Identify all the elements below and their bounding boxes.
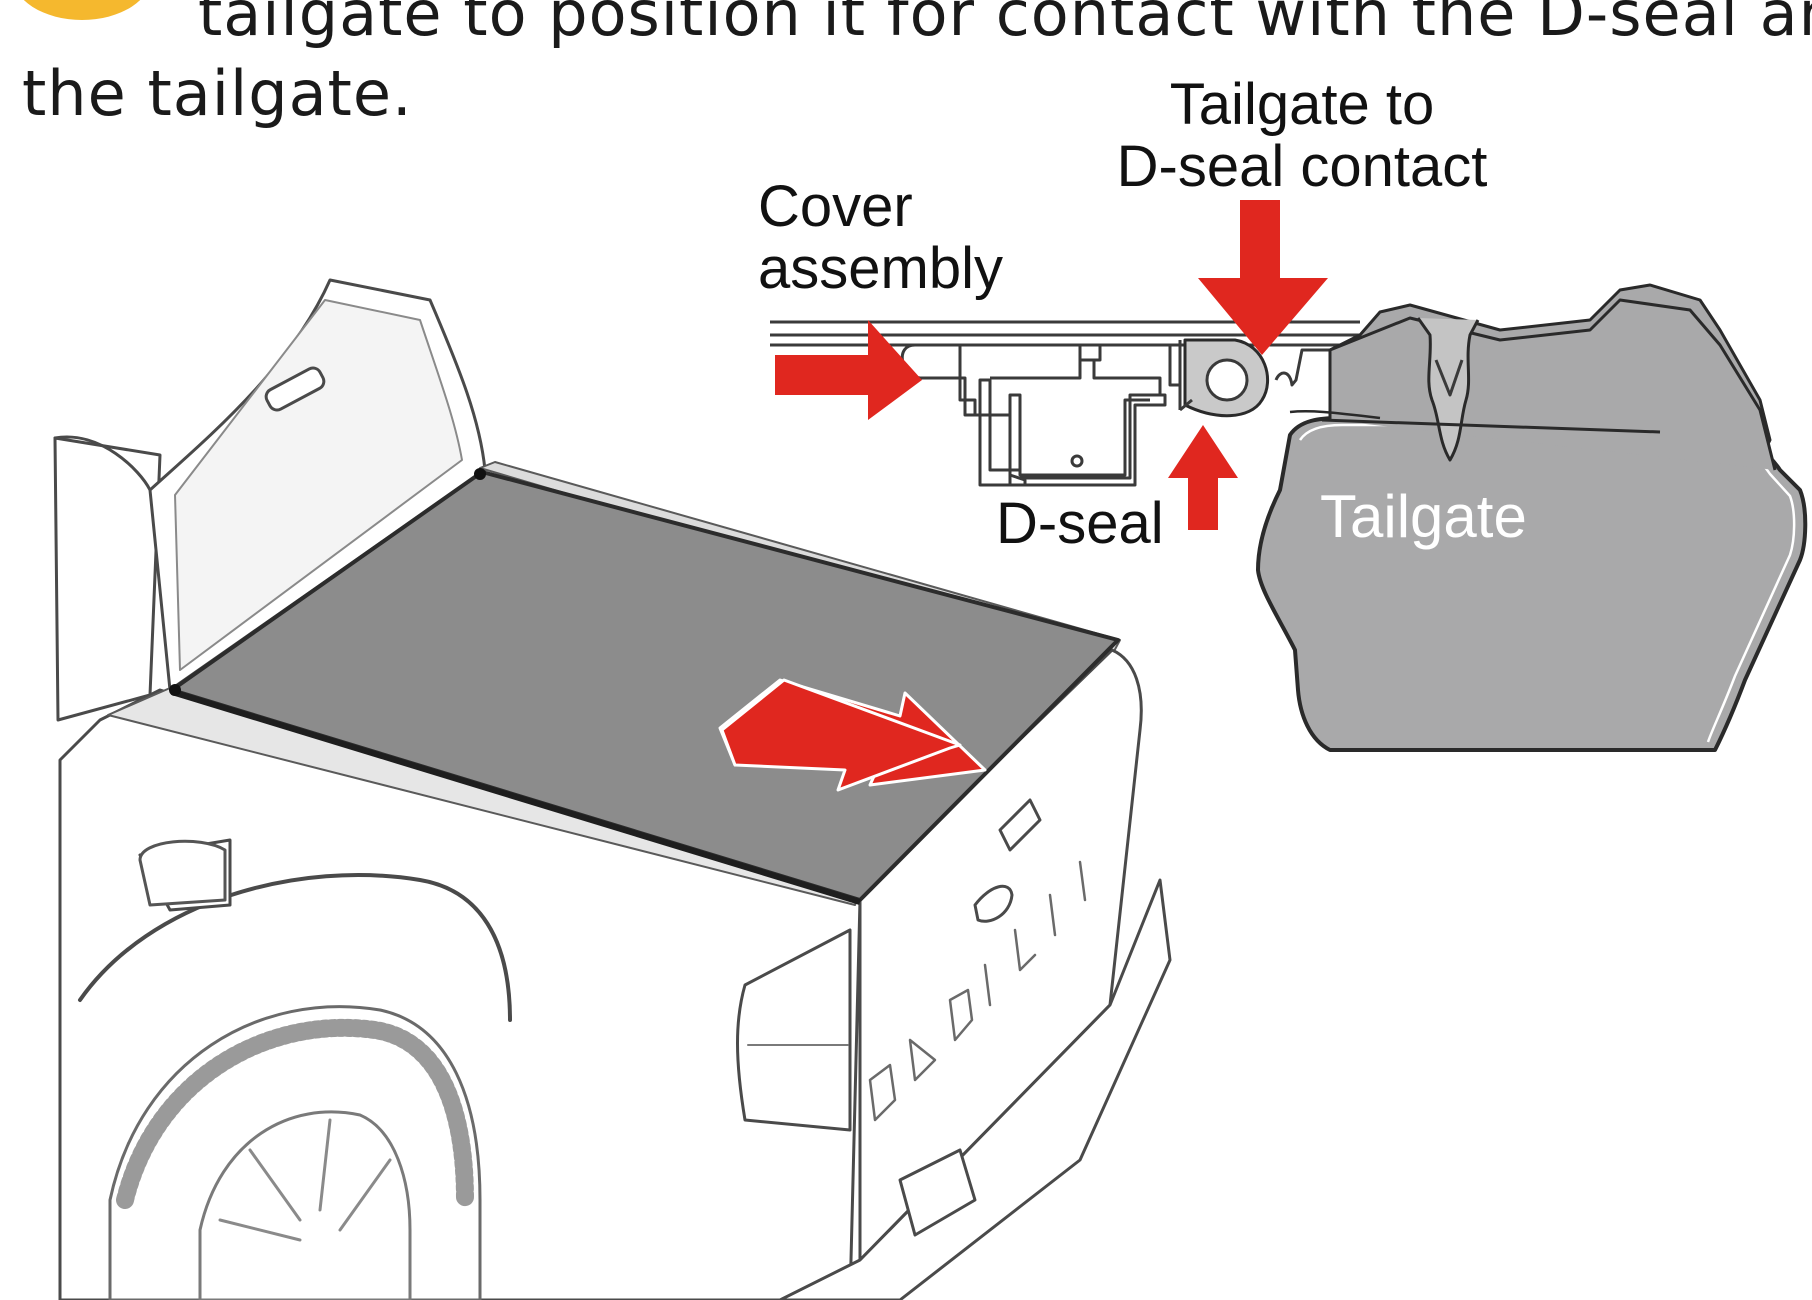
instruction-text: tailgate to position it for contact with… bbox=[22, 0, 1812, 134]
tailgate-body bbox=[1256, 416, 1808, 752]
cover-extrusion-profile bbox=[900, 343, 1162, 487]
d-seal-center bbox=[1205, 358, 1249, 402]
extrusion-inner bbox=[1018, 398, 1150, 477]
tailgate-handle bbox=[998, 798, 1042, 852]
instruction-line-2: the tailgate. bbox=[22, 57, 413, 130]
rear-wheel bbox=[108, 1005, 482, 1300]
fuel-door bbox=[138, 839, 227, 907]
tailgate-contact-arrow bbox=[1198, 200, 1328, 355]
tire-tread bbox=[116, 1018, 474, 1209]
cover-assembly-arrow bbox=[775, 320, 922, 420]
instruction-line-1: tailgate to position it for contact with… bbox=[198, 0, 1812, 50]
cover-corner-clamp-far bbox=[474, 468, 486, 480]
cover-assembly-label-line-2: assembly bbox=[758, 236, 1003, 301]
tail-light bbox=[736, 928, 852, 1132]
tailgate-contact-label-line-1: Tailgate to bbox=[1169, 72, 1435, 137]
extrusion-hole bbox=[1070, 454, 1084, 468]
third-brake-light bbox=[264, 366, 326, 412]
seal-retainer bbox=[1178, 340, 1193, 412]
cab-rear-window bbox=[174, 299, 463, 671]
bumper-step bbox=[898, 1148, 977, 1237]
tailgate-top-line bbox=[1321, 418, 1661, 434]
cab-outline bbox=[53, 435, 152, 492]
tailgate-lettering bbox=[868, 860, 1087, 1122]
d-seal-arrow bbox=[1168, 425, 1238, 530]
cover-corner-clamp bbox=[169, 684, 181, 696]
d-seal-flap bbox=[1274, 348, 1330, 387]
rim-spokes bbox=[218, 1118, 392, 1242]
wheel-rim bbox=[198, 1110, 412, 1300]
wheel-arch bbox=[78, 873, 512, 1022]
cover-rear-rail bbox=[171, 689, 861, 905]
rear-bumper bbox=[778, 878, 1172, 1300]
d-seal-label: D-seal bbox=[996, 491, 1164, 556]
tailgate-wire bbox=[1289, 410, 1381, 420]
tailgate-emblem bbox=[973, 884, 1014, 923]
cover-assembly-label-line-1: Cover bbox=[758, 174, 913, 239]
seal-cross-section bbox=[770, 283, 1808, 752]
tailgate-contact-label: Tailgate to D-seal contact bbox=[1062, 74, 1542, 198]
tailgate-label: Tailgate bbox=[1320, 483, 1527, 550]
cover-assembly-label: Cover assembly bbox=[758, 176, 1003, 300]
tailgate-contact-label-line-2: D-seal contact bbox=[1116, 134, 1488, 199]
tailgate-latch-inner bbox=[1434, 359, 1464, 397]
slide-direction-arrow-body bbox=[720, 678, 962, 792]
extrusion-outer bbox=[958, 345, 1167, 487]
tailgate-inner-outline bbox=[1298, 423, 1796, 743]
truck-tailgate bbox=[858, 648, 1143, 1262]
